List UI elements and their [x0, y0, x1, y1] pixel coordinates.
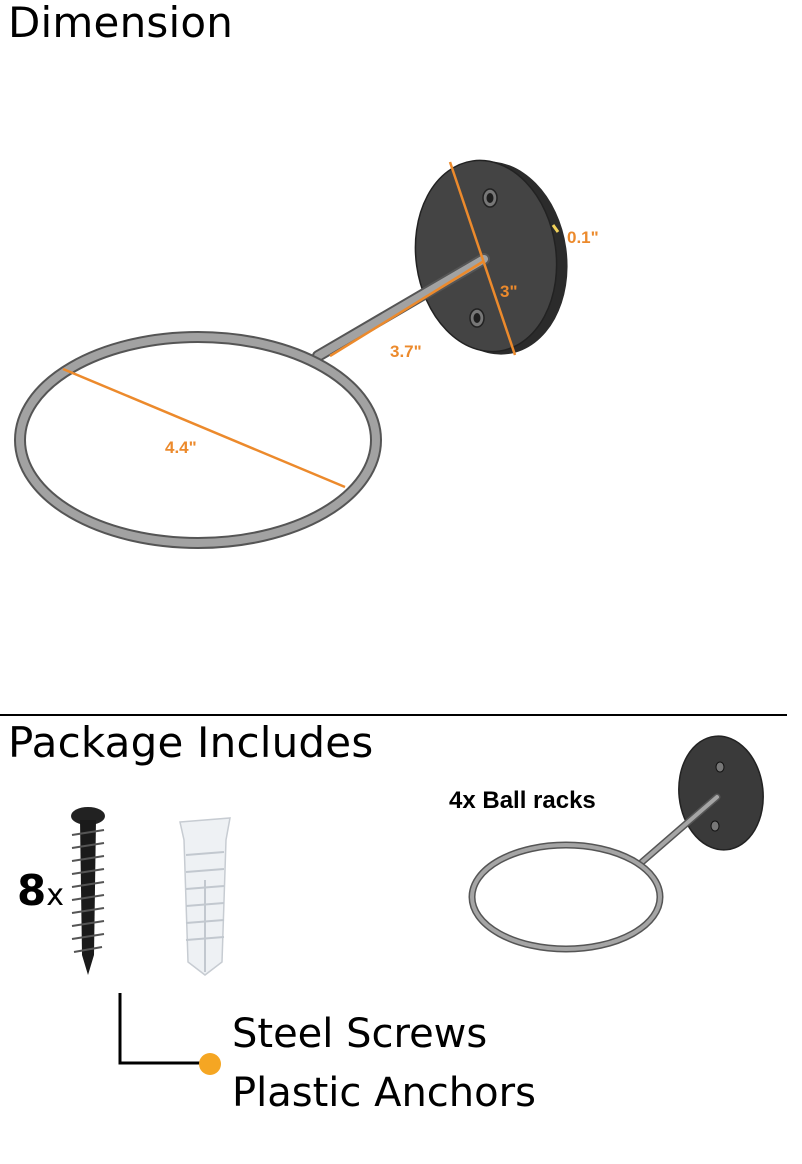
dimension-lines [62, 161, 560, 489]
hardware-count: 8x [17, 866, 64, 915]
plate-thickness-label: 0.1" [567, 228, 599, 247]
rack-quantity-label: 4x Ball racks [449, 787, 596, 814]
arm-length-label: 3.7" [390, 342, 422, 361]
items-callout [118, 993, 221, 1075]
dimension-section-title: Dimension [8, 0, 234, 47]
item-plastic-anchors: Plastic Anchors [232, 1070, 536, 1116]
hardware-count-multiplier: x [46, 878, 64, 913]
wall-plate [414, 159, 568, 355]
anchor-illustration [179, 817, 231, 976]
package-section-title: Package Includes [8, 718, 374, 767]
ball-ring [14, 331, 382, 549]
screw-illustration [71, 807, 105, 975]
ring-diameter-label: 4.4" [165, 438, 197, 457]
hardware-count-number: 8 [17, 866, 47, 915]
item-steel-screws: Steel Screws [232, 1011, 488, 1057]
plate-diameter-label: 3" [500, 282, 518, 301]
support-arm [312, 253, 490, 362]
ball-rack-thumbnail [468, 735, 764, 953]
